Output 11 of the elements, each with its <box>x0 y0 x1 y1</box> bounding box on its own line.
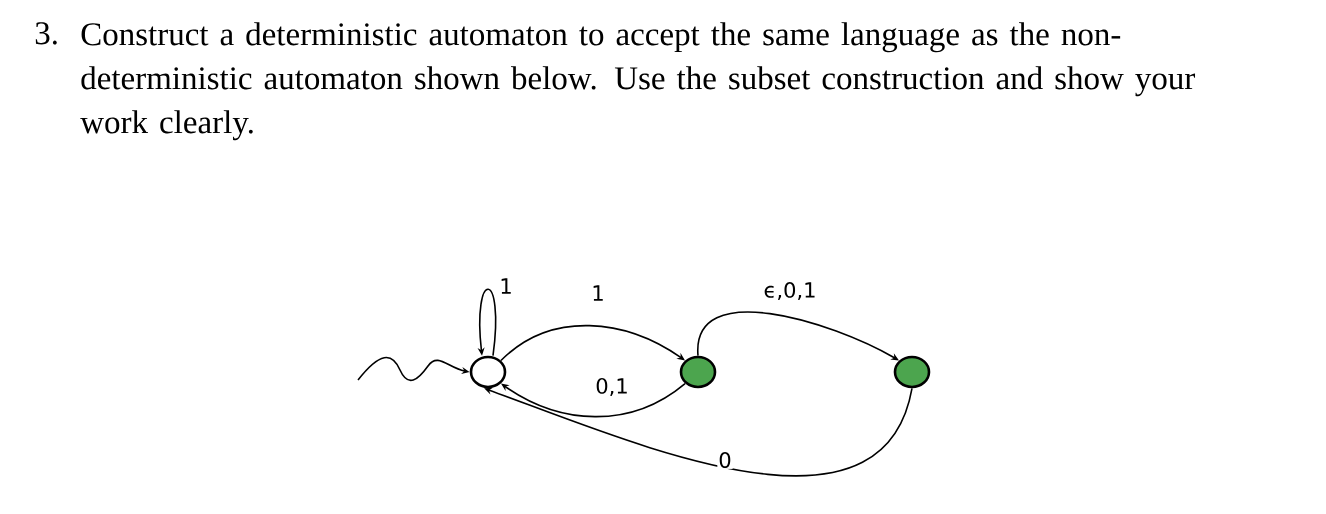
edge-label: 0,1 <box>594 377 630 397</box>
state-circle <box>469 355 507 389</box>
edge-label: ϵ,0,1 <box>762 281 818 301</box>
edge-label: 1 <box>498 277 514 295</box>
transition-arrow <box>484 387 913 477</box>
accept-state <box>893 355 931 389</box>
accept-state <box>679 355 717 389</box>
question-text: Construct a deterministic automaton to accept the same language as the non-deterministic automaton shown below. Use the subset construction and show your work clearly. <box>80 22 1195 141</box>
question-number: 3. <box>35 22 57 45</box>
edge-label: 0 <box>717 451 733 469</box>
edge-label: 1 <box>590 284 606 302</box>
